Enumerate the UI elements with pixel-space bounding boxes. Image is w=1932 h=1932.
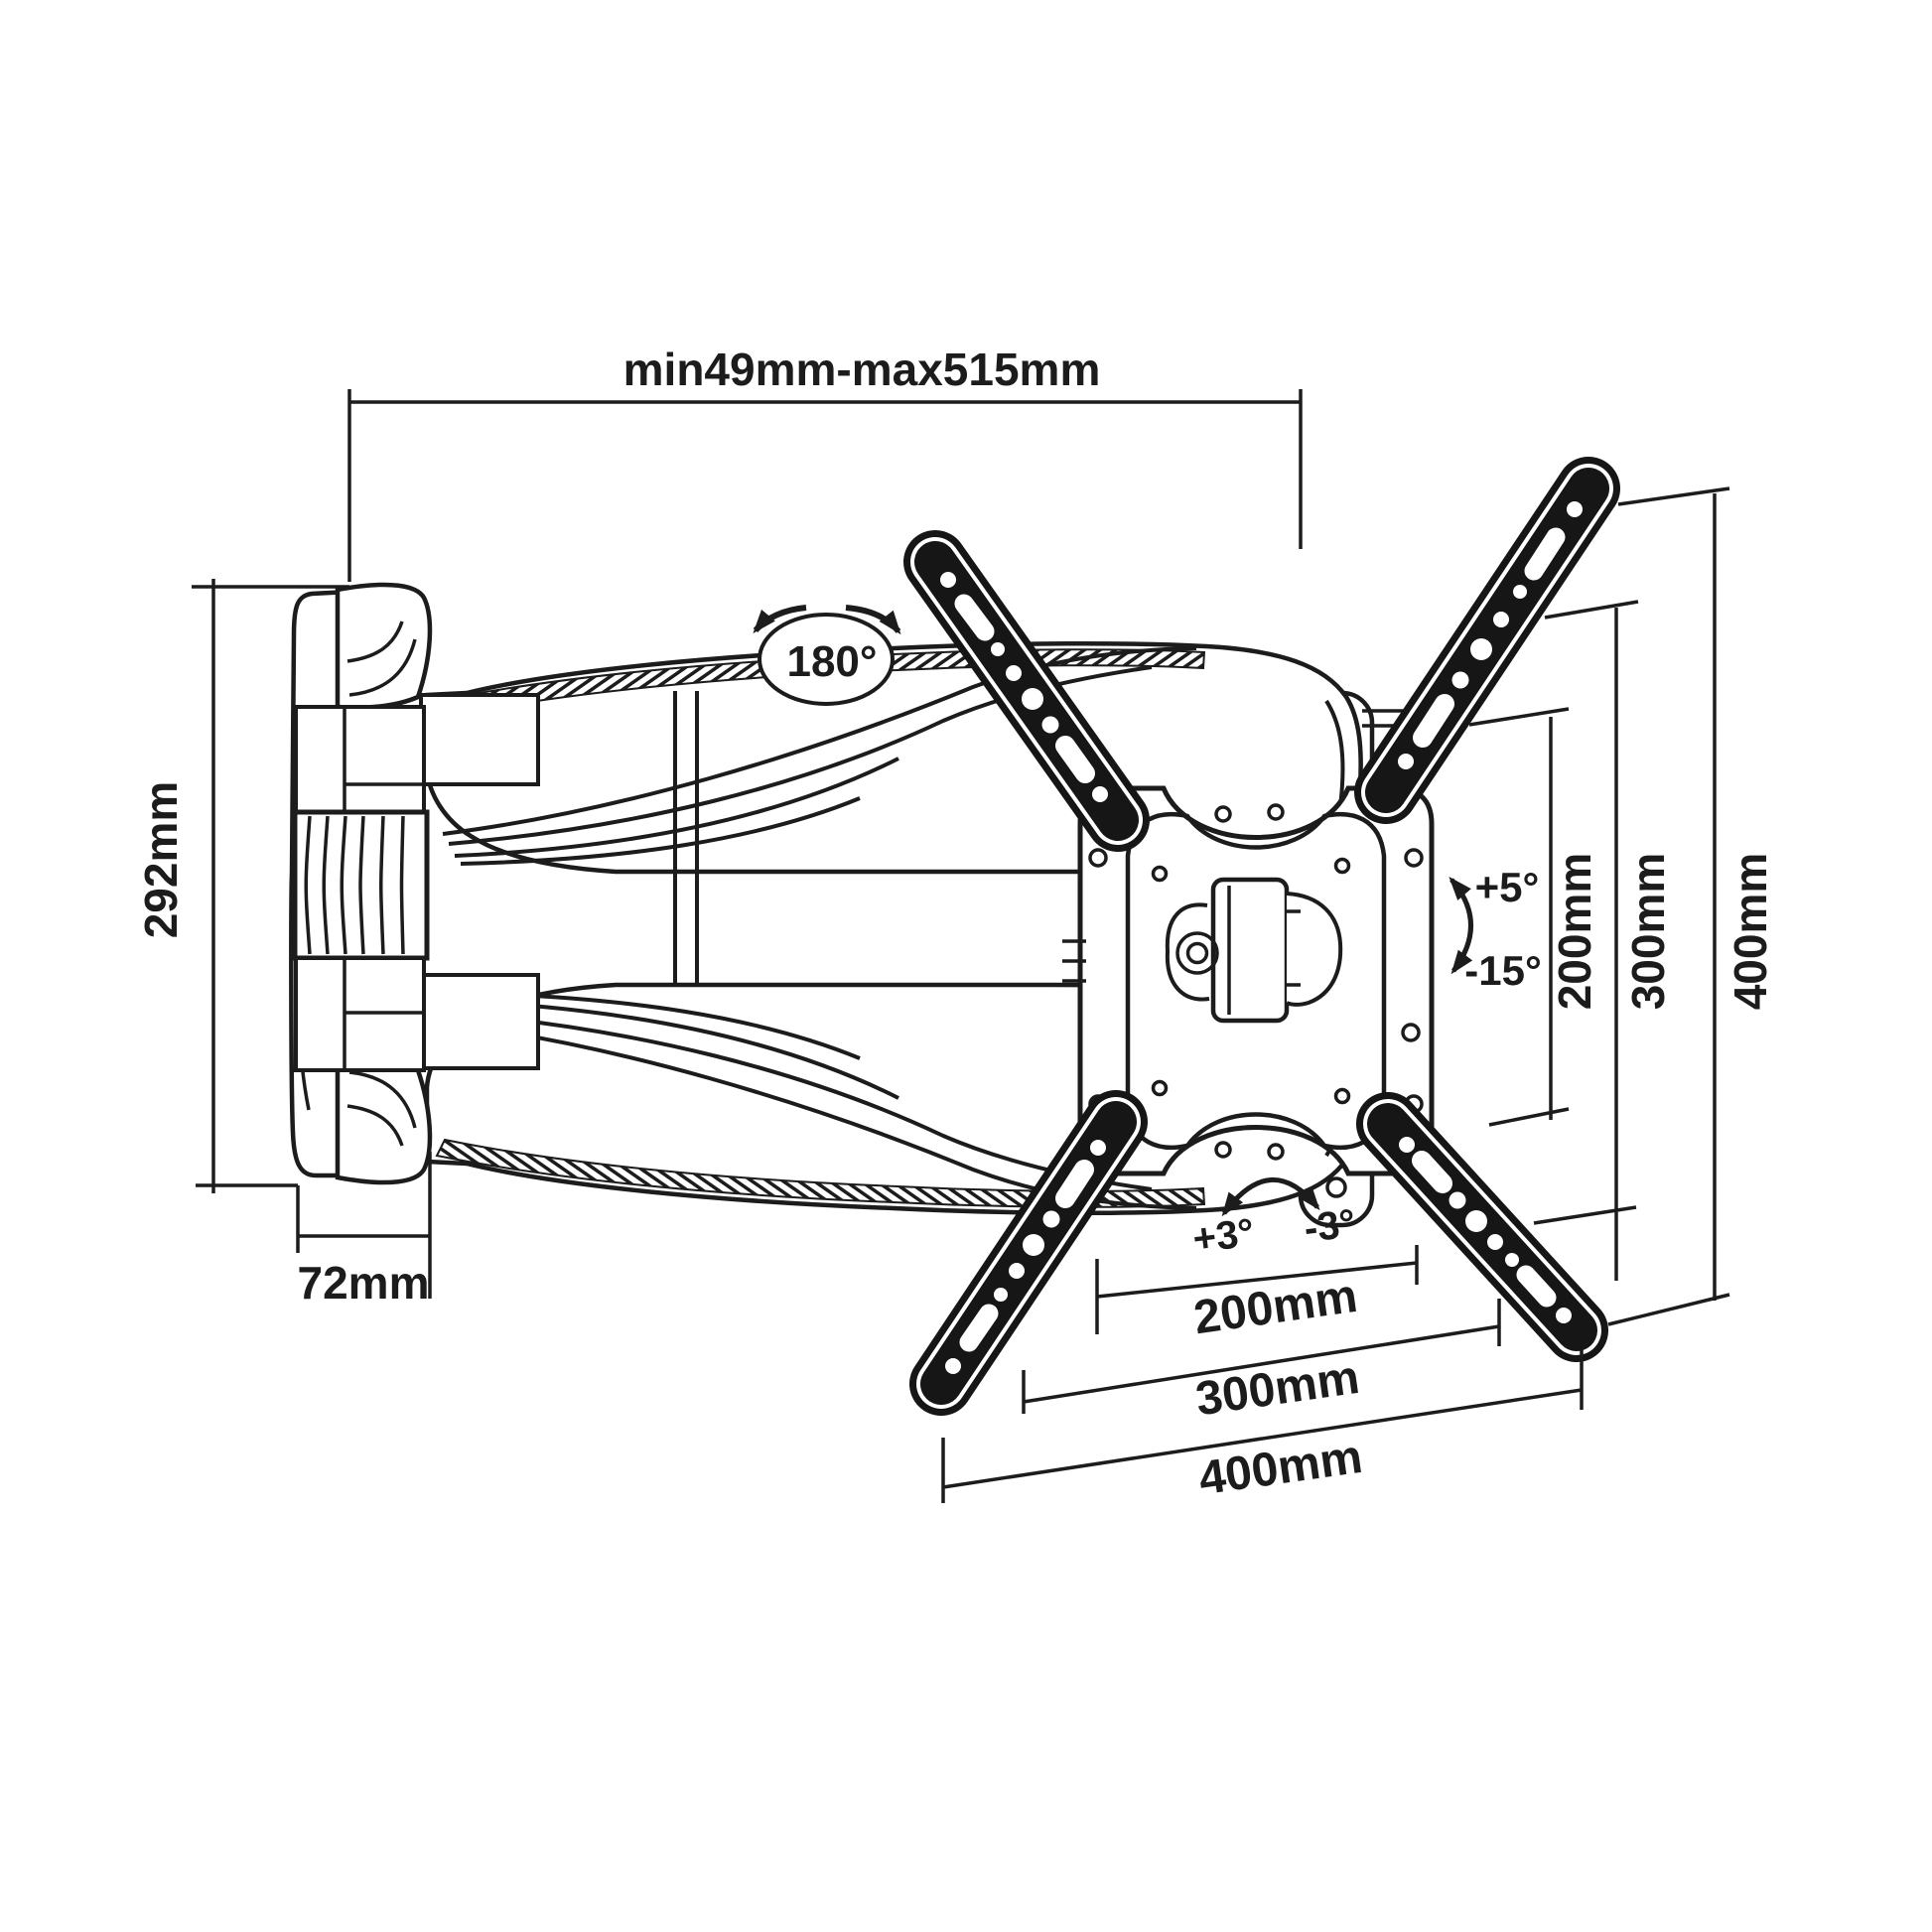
dim-label-bracket-height: 292mm (135, 781, 187, 939)
upper-arm-root (419, 693, 540, 786)
dim-label-width-200: 200mm (1190, 1270, 1360, 1345)
dim-label-height-300: 300mm (1622, 853, 1674, 1011)
side-view-arm-assembly (289, 582, 1414, 1228)
vesa-extension-arms (903, 457, 1620, 1416)
dim-label-height-200: 200mm (1549, 853, 1600, 1011)
dim-label-width-300: 300mm (1192, 1351, 1362, 1427)
dimension-lines (192, 389, 1730, 1503)
tilt-arc-icon (1449, 876, 1473, 975)
dim-line-height-200 (1468, 707, 1570, 1127)
arm-top-right (1354, 457, 1620, 824)
tilt-mechanism (1062, 877, 1343, 1024)
dim-label-extension-range: min49mm-max515mm (623, 344, 1101, 395)
vesa-plate (1062, 785, 1435, 1176)
swivel-arrow-left-icon (753, 605, 807, 634)
label-tilt-down: -15° (1464, 947, 1542, 994)
dim-line-height-300 (1533, 600, 1639, 1281)
label-tilt-up: +5° (1475, 864, 1540, 910)
dim-label-height-400: 400mm (1725, 853, 1776, 1011)
dim-line-extension-range (347, 389, 1303, 582)
dim-line-width-200 (1095, 1245, 1419, 1334)
dim-line-width-300 (1022, 1299, 1501, 1414)
swivel-badge: 180° (753, 605, 901, 706)
wall-plate (289, 582, 430, 1182)
dim-label-bracket-depth: 72mm (298, 1257, 430, 1309)
lower-arm-root (419, 973, 540, 1070)
dim-line-bracket-depth (296, 1152, 432, 1299)
arm-bottom-right (1356, 1092, 1608, 1362)
dim-line-width-400 (941, 1350, 1584, 1503)
dim-line-height-400 (1607, 486, 1730, 1326)
arm-top-left (903, 530, 1150, 852)
dim-label-width-400: 400mm (1195, 1431, 1365, 1506)
arm-joint-lines (673, 691, 699, 987)
swivel-arrow-right-icon (845, 605, 901, 635)
arm-bottom-left (909, 1090, 1148, 1416)
label-swivel-180: 180° (786, 637, 877, 686)
label-level-ccw: -3° (1302, 1201, 1358, 1251)
dim-line-bracket-height (192, 579, 349, 1193)
label-level-cw: +3° (1190, 1211, 1257, 1262)
swivel-ellipse (758, 613, 895, 706)
level-arc-icon (1221, 1177, 1320, 1217)
